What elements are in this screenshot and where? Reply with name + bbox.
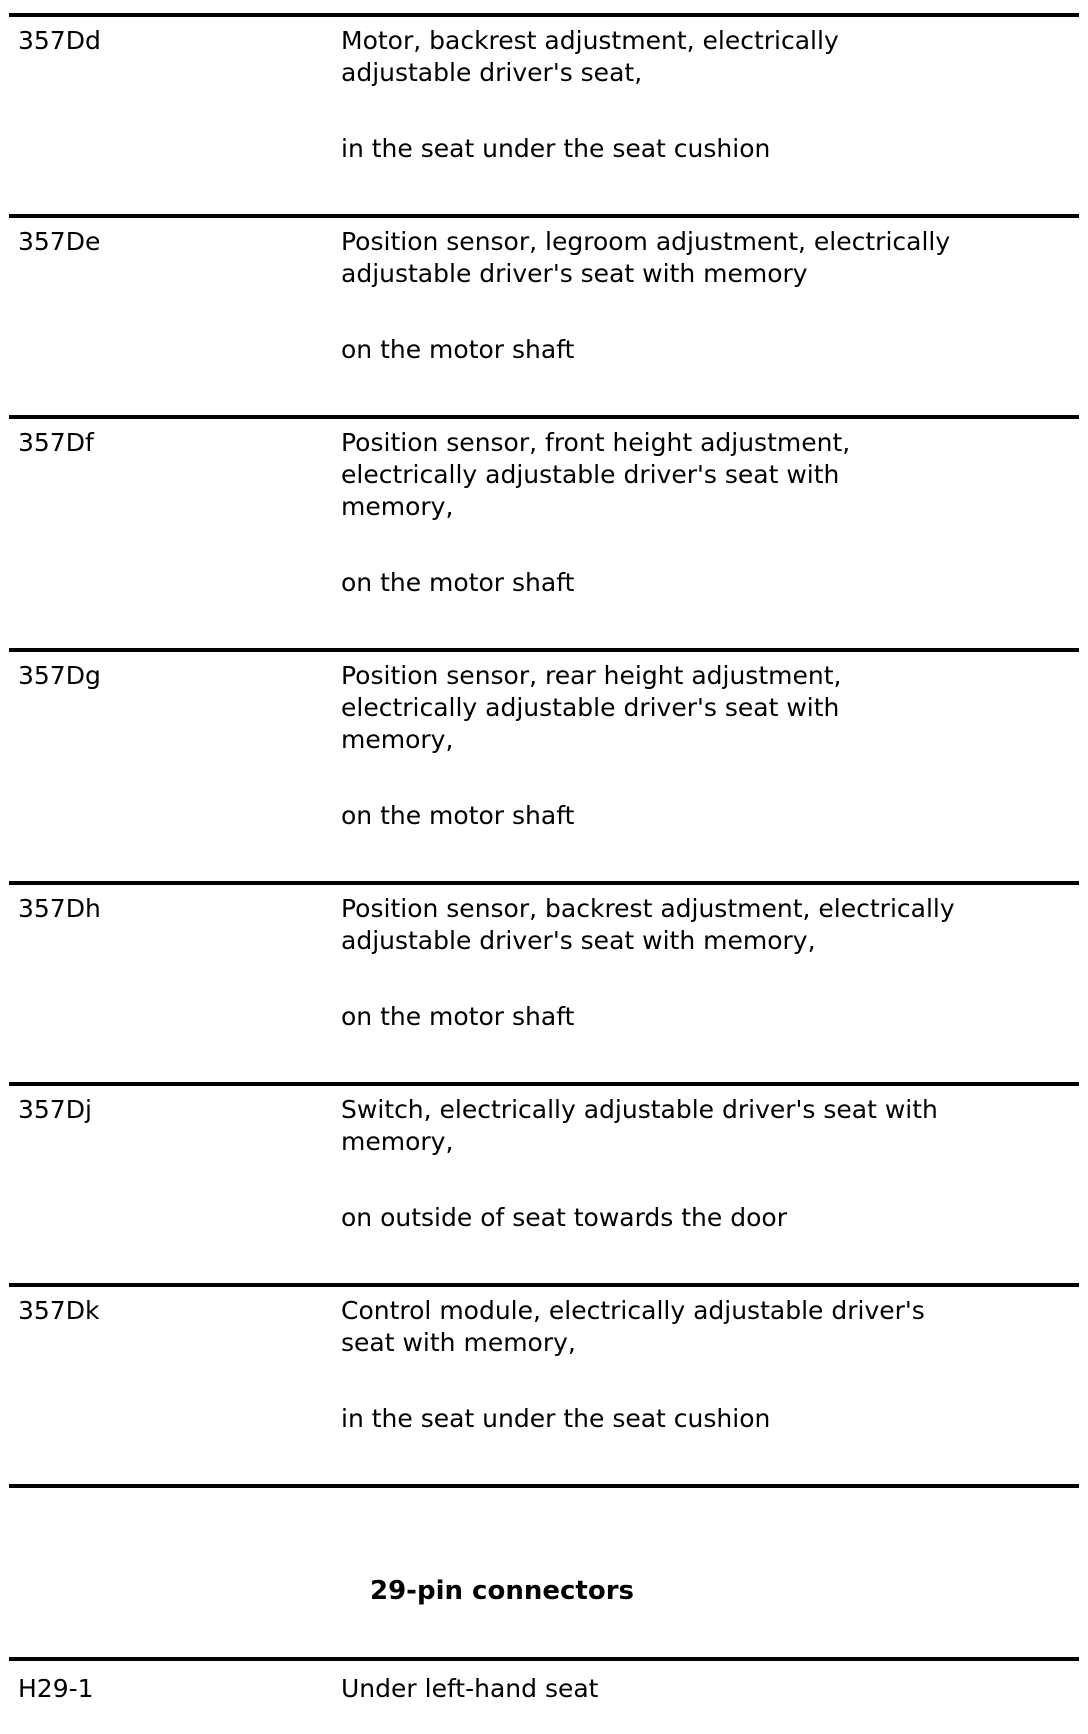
component-description-cell: Position sensor, rear height adjustment,… — [341, 660, 1079, 832]
component-description: Control module, electrically adjustable … — [341, 1296, 925, 1357]
component-description: Position sensor, backrest adjustment, el… — [341, 894, 955, 955]
component-description-cell: Switch, electrically adjustable driver's… — [341, 1094, 1079, 1234]
component-code: 357De — [18, 227, 101, 256]
table-row: 357Dk Control module, electrically adjus… — [9, 1283, 1079, 1484]
table-row: 357Df Position sensor, front height adju… — [9, 415, 1079, 648]
table-row: H29-1 Under left-hand seat — [9, 1657, 1079, 1729]
component-description-cell: Control module, electrically adjustable … — [341, 1295, 1079, 1435]
table-row: 357Dd Motor, backrest adjustment, electr… — [9, 13, 1079, 214]
component-location-table: 357Dd Motor, backrest adjustment, electr… — [9, 13, 1079, 1729]
section-heading-row: 29-pin connectors — [9, 1484, 1079, 1657]
component-location: on the motor shaft — [341, 1002, 575, 1031]
component-description-cell: Position sensor, legroom adjustment, ele… — [341, 226, 1079, 366]
table-row: 357Dh Position sensor, backrest adjustme… — [9, 881, 1079, 1082]
component-description-cell: Position sensor, backrest adjustment, el… — [341, 893, 1079, 1033]
component-location: on the motor shaft — [341, 568, 575, 597]
component-location: in the seat under the seat cushion — [341, 134, 771, 163]
component-location: on the motor shaft — [341, 801, 575, 830]
component-location: in the seat under the seat cushion — [341, 1404, 771, 1433]
section-heading: 29-pin connectors — [370, 1576, 634, 1606]
component-description: Position sensor, rear height adjustment,… — [341, 661, 842, 754]
component-description: Motor, backrest adjustment, electrically… — [341, 26, 839, 87]
component-description-cell: Under left-hand seat — [341, 1673, 1079, 1705]
component-code: 357Dj — [18, 1095, 92, 1124]
component-description: Position sensor, legroom adjustment, ele… — [341, 227, 951, 288]
component-code: 357Dk — [18, 1296, 100, 1325]
component-description: Under left-hand seat — [341, 1674, 599, 1703]
component-location: on the motor shaft — [341, 335, 575, 364]
component-code: 357Dh — [18, 894, 101, 923]
component-location: on outside of seat towards the door — [341, 1203, 787, 1232]
component-code: 357Df — [18, 428, 94, 457]
component-code: 357Dd — [18, 26, 101, 55]
table-row: 357Dj Switch, electrically adjustable dr… — [9, 1082, 1079, 1283]
component-code: H29-1 — [18, 1674, 94, 1703]
table-row: 357De Position sensor, legroom adjustmen… — [9, 214, 1079, 415]
component-description-cell: Motor, backrest adjustment, electrically… — [341, 25, 1079, 165]
table-row: 357Dg Position sensor, rear height adjus… — [9, 648, 1079, 881]
component-code: 357Dg — [18, 661, 101, 690]
component-description: Switch, electrically adjustable driver's… — [341, 1095, 938, 1156]
component-description-cell: Position sensor, front height adjustment… — [341, 427, 1079, 599]
component-description: Position sensor, front height adjustment… — [341, 428, 851, 521]
